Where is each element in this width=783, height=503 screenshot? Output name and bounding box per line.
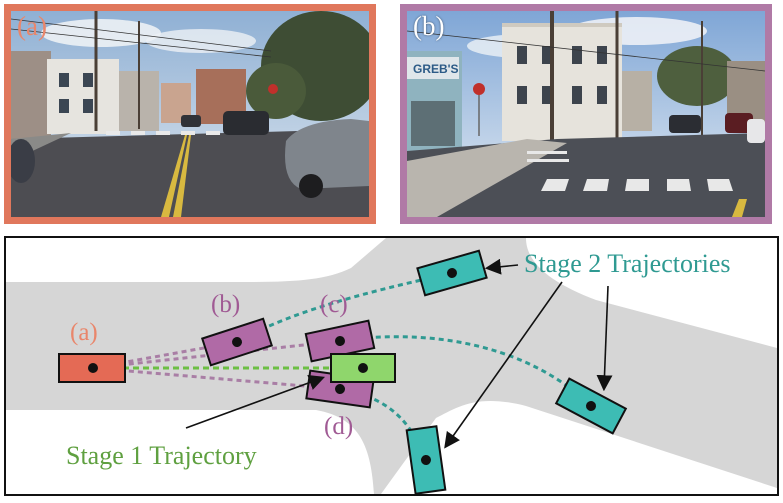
stage1-label: Stage 1 Trajectory (66, 441, 257, 470)
annotation-arrows (185, 258, 613, 449)
street-photo-b: GREB'S (407, 11, 765, 217)
photo-panel-b: GREB'S (400, 4, 772, 224)
panel-label-a: (a) (17, 11, 47, 41)
diagram-label-c: (c) (320, 291, 348, 318)
street-photo-a (11, 11, 369, 217)
vehicle-a (58, 353, 126, 383)
trajectory-diagram: (a) (b) (c) (d) Stage 1 Trajectory Stage… (4, 236, 779, 496)
vehicle-b (200, 317, 274, 367)
vehicle-stage2-bottom (405, 425, 447, 494)
vehicle-stage1 (330, 353, 396, 383)
shop-sign: GREB'S (413, 62, 459, 76)
panel-label-b: (b) (413, 11, 445, 41)
trajectory-diagram-svg: (a) (b) (c) (d) Stage 1 Trajectory Stage… (6, 238, 777, 494)
vehicle-stage2-right (554, 377, 628, 435)
diagram-label-d: (d) (324, 413, 353, 440)
stage2-label: Stage 2 Trajectories (524, 249, 731, 278)
vehicle-c (304, 319, 376, 363)
photo-panel-a: (a) (4, 4, 376, 224)
diagram-label-a: (a) (70, 319, 98, 346)
diagram-label-b: (b) (211, 291, 240, 318)
vehicle-stage2-top (416, 249, 488, 297)
